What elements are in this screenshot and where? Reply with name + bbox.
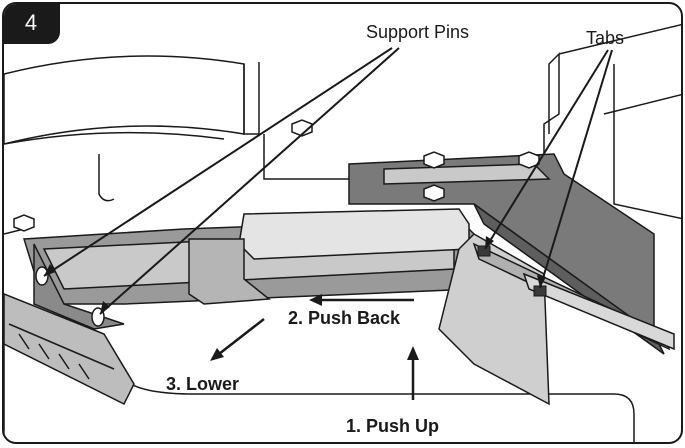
- support-pin-arrowhead-1: [44, 264, 56, 276]
- tab-arrowhead-2: [537, 275, 546, 288]
- step-number-badge: 4: [4, 4, 60, 44]
- tabs-label: Tabs: [586, 28, 624, 48]
- support-pins-label: Support Pins: [366, 22, 469, 42]
- tabs-leaders: [484, 49, 613, 289]
- push-up-arrow: [407, 346, 419, 400]
- side-rails: [472, 242, 675, 351]
- lower-label: 3. Lower: [166, 374, 239, 394]
- installation-illustration: Support Pins Tabs 2. Push Back 3. Lower …: [4, 22, 681, 442]
- tab-arrowhead-1: [485, 236, 494, 249]
- push-up-label: 1. Push Up: [346, 416, 439, 436]
- support-pin-arrowhead-2: [100, 301, 110, 314]
- support-pins-leaders: [43, 47, 400, 315]
- push-back-arrow: [309, 294, 414, 306]
- housing-outline: [4, 23, 681, 442]
- lower-arrow: [210, 318, 265, 361]
- front-channel-bracket: [23, 208, 475, 330]
- push-back-label: 2. Push Back: [288, 308, 401, 328]
- left-rail: [4, 293, 135, 406]
- hex-bolts: [13, 119, 540, 232]
